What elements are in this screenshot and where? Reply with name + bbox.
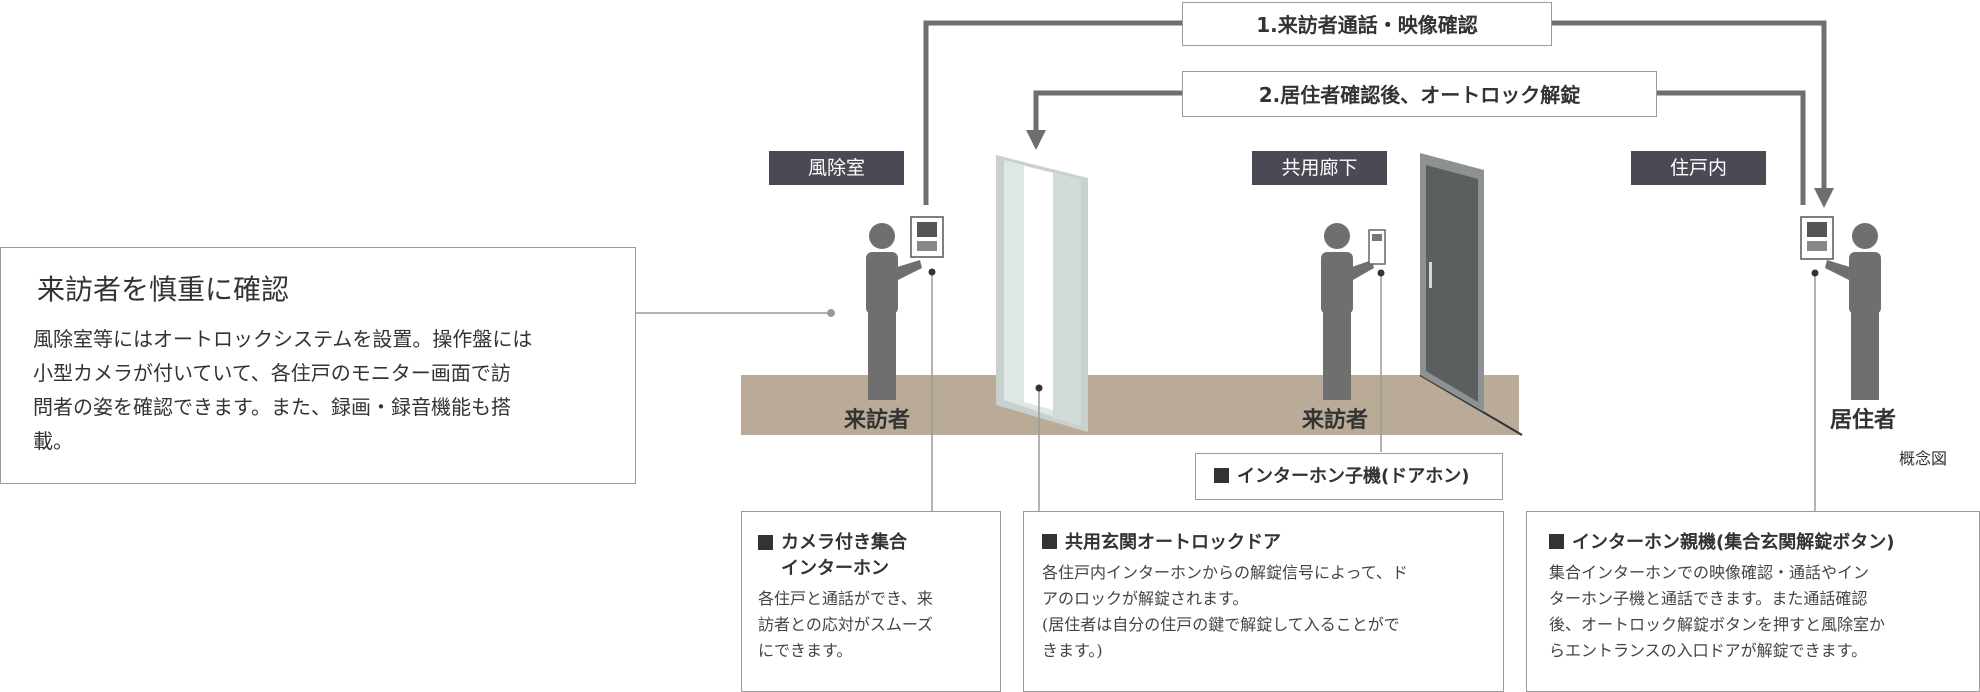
callout-master-intercom-title: インターホン親機(集合玄関解錠ボタン): [1572, 532, 1895, 553]
person-label-visitor-corridor: 来訪者: [1302, 408, 1369, 433]
callout-master-intercom-body: 集合インターホンでの映像確認・通話やイン ターホン子機と通話できます。また通話確…: [1549, 563, 1886, 660]
flow-step-2-label: 2.居住者確認後、オートロック解錠: [1182, 71, 1657, 117]
intro-body: 風除室等にはオートロックシステムを設置。操作盤には 小型カメラが付いていて、各住…: [33, 327, 533, 453]
resident-figure: [1825, 223, 1881, 400]
callout-autolock-door: 共用玄関オートロックドア 各住戸内インターホンからの解錠信号によって、ド アのロ…: [1023, 511, 1504, 692]
flow-step-1-label: 1.来訪者通話・映像確認: [1182, 2, 1552, 46]
callout-autolock-door-body: 各住戸内インターホンからの解錠信号によって、ド アのロックが解錠されます。 (居…: [1042, 563, 1408, 660]
camera-intercom-panel: [910, 216, 944, 258]
person-label-visitor-vestibule: 来訪者: [844, 408, 911, 433]
concept-note: 概念図: [1899, 449, 1948, 468]
autolock-glass-door: [996, 155, 1088, 432]
leader-lines: [636, 272, 1816, 511]
visitor-figure-corridor: [1321, 223, 1374, 400]
square-bullet-icon: [758, 535, 773, 550]
callout-master-intercom: インターホン親機(集合玄関解錠ボタン) 集合インターホンでの映像確認・通話やイン…: [1526, 511, 1980, 692]
square-bullet-icon: [1042, 534, 1057, 549]
intro-title: 来訪者を慎重に確認: [37, 273, 290, 306]
unit-door: [1420, 153, 1484, 412]
intro-box: 来訪者を慎重に確認 風除室等にはオートロックシステムを設置。操作盤には 小型カメ…: [0, 247, 636, 484]
square-bullet-icon: [1214, 468, 1229, 483]
callout-doorphone-title: インターホン子機(ドアホン): [1237, 466, 1470, 487]
person-label-resident: 居住者: [1830, 408, 1897, 433]
visitor-figure-vestibule: [866, 223, 922, 400]
zone-label-vestibule: 風除室: [769, 151, 904, 185]
square-bullet-icon: [1549, 534, 1564, 549]
callout-autolock-door-title: 共用玄関オートロックドア: [1065, 532, 1281, 553]
unit-boundary-line: [1419, 374, 1523, 436]
doorphone-unit: [1368, 229, 1386, 265]
callout-camera-intercom-body: 各住戸と通話ができ、来 訪者との応対がスムーズ にできます。: [758, 589, 934, 660]
zone-label-corridor: 共用廊下: [1252, 151, 1387, 185]
leader-dots: [928, 268, 1819, 392]
callout-camera-intercom-title: カメラ付き集合 インターホン: [781, 532, 907, 579]
master-intercom-monitor: [1800, 216, 1834, 260]
zone-label-unit: 住戸内: [1631, 151, 1766, 185]
callout-camera-intercom: カメラ付き集合 インターホン 各住戸と通話ができ、来 訪者との応対がスムーズ に…: [741, 511, 1001, 692]
callout-doorphone: インターホン子機(ドアホン): [1195, 453, 1503, 500]
